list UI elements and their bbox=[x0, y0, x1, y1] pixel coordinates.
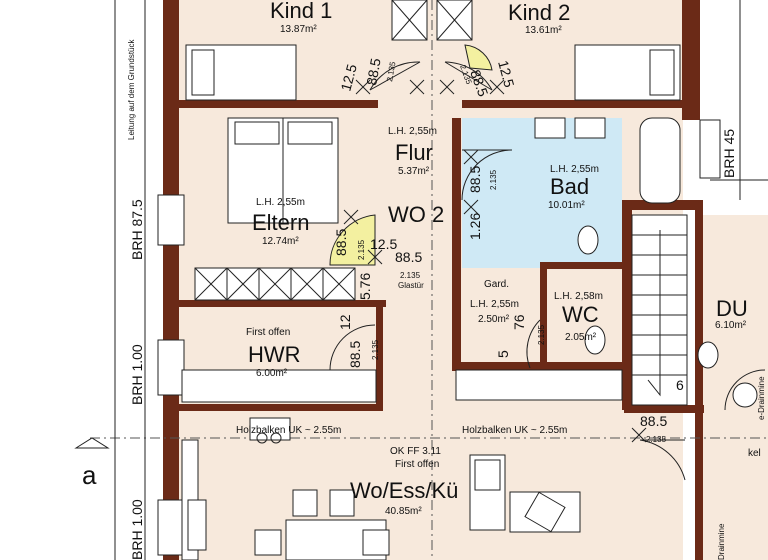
section-marker bbox=[74, 437, 110, 449]
brh-1-00-lower: BRH 1.00 bbox=[129, 499, 145, 560]
grid-lines bbox=[90, 0, 768, 560]
eltern-bed bbox=[227, 117, 339, 224]
dim-bad-2-135: 2.135 bbox=[489, 169, 498, 190]
room-bad-area: 10.01m² bbox=[548, 200, 585, 211]
wall-kind2-south bbox=[462, 100, 690, 108]
room-woesskue-name: Wo/Ess/Kü bbox=[350, 478, 458, 503]
room-du-name: DU bbox=[716, 296, 748, 321]
stairs bbox=[631, 214, 688, 406]
room-flur-name: Flur bbox=[395, 140, 433, 165]
dim-eltern-12-5: 12.5 bbox=[370, 236, 397, 252]
room-kind1-area: 13.87m² bbox=[280, 24, 317, 35]
room-wc-name: WC bbox=[562, 302, 599, 327]
kitchen-ok-ff: OK FF 3.11 bbox=[390, 446, 441, 457]
room-flur-height: L.H. 2,55m bbox=[388, 126, 437, 137]
section-label: a bbox=[82, 460, 97, 490]
apartment-label: WO 2 bbox=[388, 202, 444, 227]
hwr-fixtures bbox=[181, 324, 377, 444]
dim-hwr-5-76: 5.76 bbox=[357, 273, 373, 300]
du-fixtures bbox=[697, 341, 766, 411]
room-hwr-name: HWR bbox=[248, 342, 301, 367]
wall-stair-north bbox=[630, 200, 700, 210]
kitchen-counter bbox=[181, 369, 623, 560]
dim-hwr-88-5: 88.5 bbox=[347, 341, 363, 368]
dim-flur-88-5: 88.5 bbox=[395, 249, 422, 265]
dim-bad-88-5: 88.5 bbox=[467, 166, 483, 193]
dim-kind1-12-5: 12.5 bbox=[337, 62, 360, 93]
room-wc-area: 2.05m² bbox=[565, 332, 597, 343]
room-kind2-name: Kind 2 bbox=[508, 0, 570, 25]
dim-stair-6: 6 bbox=[676, 377, 684, 393]
room-eltern-name: Eltern bbox=[252, 210, 309, 235]
sofa bbox=[469, 454, 581, 533]
dim-gard-2-135: 2.135 bbox=[537, 324, 546, 345]
room-du-area: 6.10m² bbox=[715, 320, 747, 331]
room-hwr-note: First offen bbox=[246, 327, 290, 338]
wall-hwr-south bbox=[178, 404, 383, 411]
wall-stair-east bbox=[695, 200, 703, 560]
dim-flur-2-135: 2.135 bbox=[400, 271, 421, 280]
room-flur-area: 5.37m² bbox=[398, 166, 430, 177]
wall-flur-east bbox=[452, 118, 461, 368]
dim-door-88-5: 88.5 bbox=[640, 413, 667, 429]
room-wc-height: L.H. 2,58m bbox=[554, 291, 603, 302]
walls bbox=[163, 0, 704, 560]
wardrobes-top bbox=[391, 0, 473, 41]
dim-kind1-88-5: 88.5 bbox=[363, 57, 384, 87]
wall-stair-south bbox=[624, 405, 704, 413]
kind2-bed bbox=[574, 44, 681, 101]
dim-gard-76: 76 bbox=[511, 314, 527, 330]
wall-wc-west bbox=[540, 262, 547, 368]
beam-label-right: Holzbalken UK ~ 2.55m bbox=[462, 425, 567, 436]
room-gard-height: L.H. 2,55m bbox=[470, 299, 519, 310]
bad-fixtures bbox=[461, 117, 681, 255]
room-gard-area: 2.50m² bbox=[478, 314, 510, 325]
dim-door-2-135: 2.135 bbox=[646, 435, 667, 444]
site-note: Leitung auf dem Grundstück bbox=[127, 38, 136, 140]
wall-hwr-east bbox=[376, 307, 383, 409]
door-swings-kind bbox=[369, 44, 493, 91]
dim-hwr-12: 12 bbox=[337, 314, 353, 330]
brh-45: BRH 45 bbox=[721, 129, 737, 178]
beam-label-left: Holzbalken UK ~ 2.55m bbox=[236, 425, 341, 436]
dim-kind1-2-135: 2.135 bbox=[385, 61, 397, 83]
wall-wc-north bbox=[540, 262, 622, 269]
wall-bad-east bbox=[622, 200, 632, 410]
door-glass-label: Glastür bbox=[398, 281, 424, 290]
label-drain: Drainmine bbox=[717, 523, 726, 560]
kind1-bed bbox=[185, 44, 297, 101]
brh-87-5: BRH 87.5 bbox=[129, 199, 145, 260]
wc-fixtures bbox=[526, 319, 606, 369]
dim-kind2-12-5: 12.5 bbox=[495, 59, 518, 90]
room-kind1-name: Kind 1 bbox=[270, 0, 332, 23]
dim-eltern-2-135: 2.135 bbox=[357, 239, 366, 260]
room-gard-name: Gard. bbox=[484, 279, 509, 290]
door-swing-eltern bbox=[329, 214, 376, 266]
room-eltern-area: 12.74m² bbox=[262, 236, 299, 247]
dim-eltern-88-5: 88.5 bbox=[333, 229, 349, 256]
brh-1-00-upper: BRH 1.00 bbox=[129, 344, 145, 405]
room-hwr-area: 6.00m² bbox=[256, 368, 288, 379]
dim-hwr-2-135: 2.135 bbox=[371, 339, 380, 360]
dimension-marks bbox=[343, 79, 647, 443]
label-kel: kel bbox=[748, 448, 761, 459]
windows-west bbox=[157, 119, 721, 556]
label-edge: e-Drainmine bbox=[757, 376, 766, 420]
room-kind2-area: 13.61m² bbox=[525, 25, 562, 36]
wall-west bbox=[163, 0, 179, 560]
eltern-wardrobe bbox=[194, 267, 356, 301]
kitchen-note: First offen bbox=[395, 459, 439, 470]
room-woesskue-area: 40.85m² bbox=[385, 506, 422, 517]
door-kitchen bbox=[639, 439, 686, 481]
room-bad-height: L.H. 2,55m bbox=[550, 164, 599, 175]
dim-gard-5: 5 bbox=[495, 350, 511, 358]
wall-eltern-south bbox=[178, 300, 386, 307]
dim-flur-1-26: 1.26 bbox=[467, 213, 483, 240]
wall-kind1-south bbox=[178, 100, 378, 108]
room-eltern-height: L.H. 2,55m bbox=[256, 197, 305, 208]
dining-table bbox=[254, 489, 390, 560]
wall-east-upper bbox=[682, 0, 700, 120]
room-bad-name: Bad bbox=[550, 174, 589, 199]
